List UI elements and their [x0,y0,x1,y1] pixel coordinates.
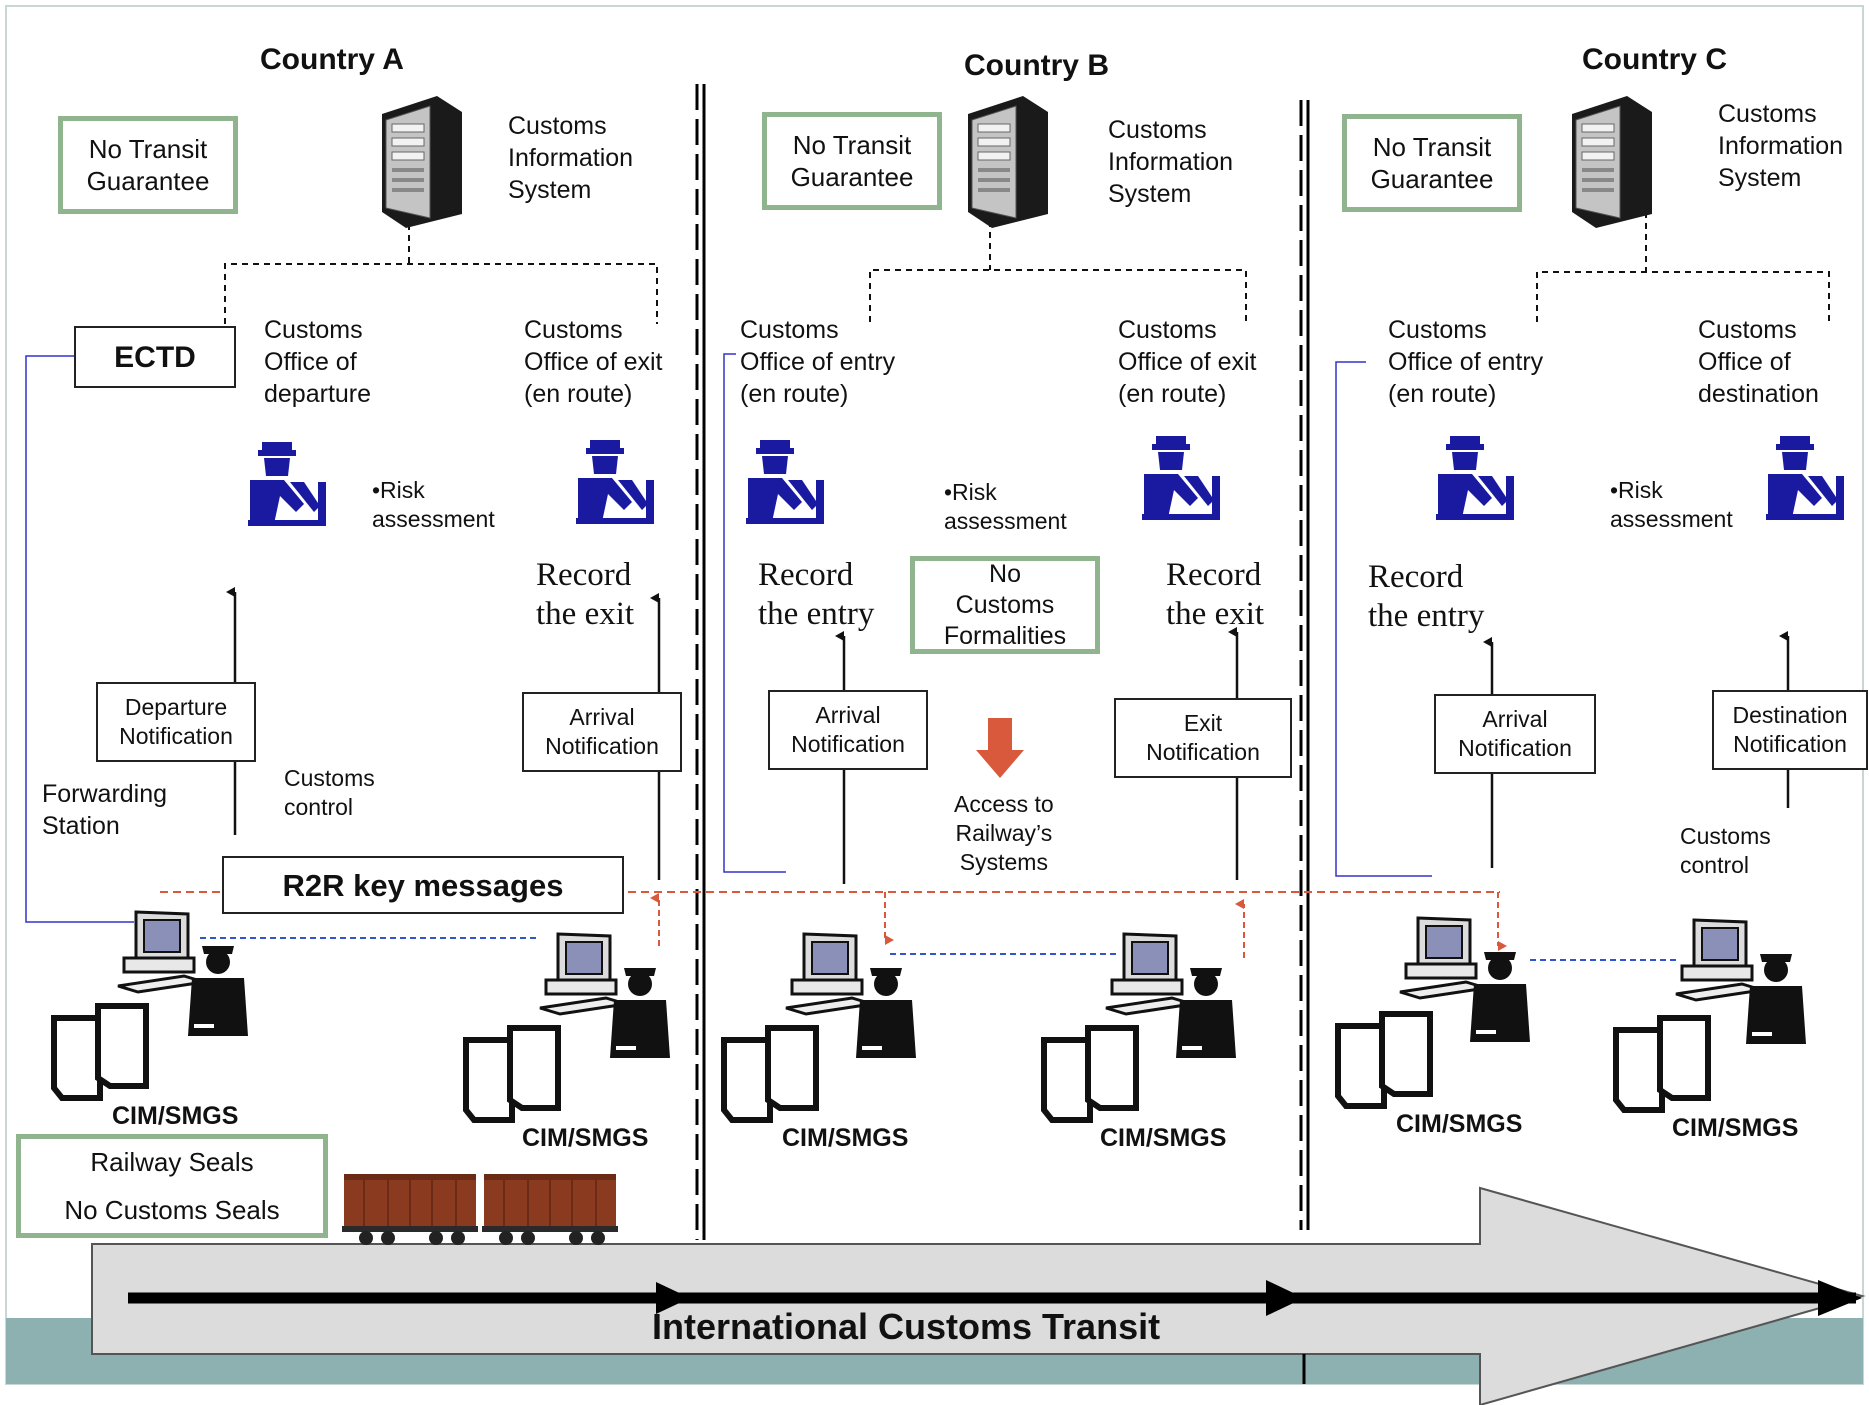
exit-notification-box: Exit Notification [1114,698,1292,778]
customs-information-system-label: Customs Information System [1718,100,1844,192]
customs-officer-icon [1142,436,1220,520]
country-b-title: Country B [964,49,1109,82]
server-tower-icon [1571,95,1653,229]
international-customs-transit-label: International Customs Transit [652,1306,1161,1347]
customs-control-label: Customs control [284,765,375,820]
forwarding-station-label: Forwarding Station [42,780,168,840]
customs-information-system-label: Customs Information System [508,112,634,204]
access-railway-systems-label: Access to Railway’s Systems [954,791,1054,875]
freight-wagon-icon [341,1173,479,1246]
office-of-entry-label: Customs Office of entry (en route) [740,316,896,408]
customs-information-system-label: Customs Information System [1108,116,1234,208]
risk-assessment-label: •Risk assessment [1610,477,1733,532]
railway-seals-label: Railway Seals [90,1147,254,1177]
cim-smgs-label: CIM/SMGS [112,1102,239,1130]
server-tower-icon [967,95,1049,229]
office-of-departure-label: Customs Office of departure [264,316,372,408]
office-of-exit-label: Customs Office of exit (en route) [524,316,663,408]
customs-officer-icon [1436,436,1514,520]
r2r-key-messages-box: R2R key messages [222,856,624,914]
arrival-notification-box: Arrival Notification [522,692,682,772]
office-of-entry-label: Customs Office of entry (en route) [1388,316,1544,408]
customs-officer-icon [576,440,654,524]
ectd-links [25,353,1432,923]
documents-icon [1044,1028,1136,1120]
record-entry-label: Record the entry [1368,559,1485,634]
operator-links [200,937,1676,961]
server-tower-icon [381,95,463,229]
no-transit-guarantee-box: No Transit Guarantee [762,112,942,210]
record-exit-label: Record the exit [1166,557,1265,632]
red-down-arrow-icon [976,718,1024,778]
country-border-bc [1299,100,1310,1384]
no-transit-guarantee-box: No Transit Guarantee [1342,114,1522,212]
destination-notification-box: Destination Notification [1712,690,1868,770]
arrival-notification-box: Arrival Notification [768,690,928,770]
cim-smgs-label: CIM/SMGS [1396,1110,1523,1138]
risk-assessment-label: •Risk assessment [372,477,495,532]
record-exit-label: Record the exit [536,557,635,632]
cim-smgs-label: CIM/SMGS [1672,1114,1799,1142]
transit-flow-line [128,1280,1862,1316]
cim-smgs-label: CIM/SMGS [522,1124,649,1152]
office-of-exit-label: Customs Office of exit (en route) [1118,316,1257,408]
office-of-destination-label: Customs Office of destination [1698,316,1819,408]
no-transit-guarantee-box: No Transit Guarantee [58,116,238,214]
cim-smgs-label: CIM/SMGS [1100,1124,1227,1152]
seals-box: Railway Seals No Customs Seals [16,1134,328,1238]
documents-icon [1616,1018,1708,1110]
country-a-title: Country A [260,43,404,76]
country-c-title: Country C [1582,43,1727,76]
ectd-box: ECTD [74,326,236,388]
customs-officer-icon [746,440,824,524]
documents-icon [466,1028,558,1120]
cim-smgs-label: CIM/SMGS [782,1124,909,1152]
record-entry-label: Record the entry [758,557,875,632]
documents-icon [54,1006,146,1098]
arrival-notification-box: Arrival Notification [1434,694,1596,774]
system-tree-lines [224,210,1830,324]
documents-icon [724,1028,816,1120]
no-customs-formalities-box: No Customs Formalities [910,556,1100,654]
risk-assessment-label: •Risk assessment [944,479,1067,534]
customs-officer-icon [248,442,326,526]
country-border-ab [695,84,706,1240]
departure-notification-box: Departure Notification [96,682,256,762]
customs-control-label: Customs control [1680,823,1771,878]
customs-officer-icon [1766,436,1844,520]
documents-icon [1338,1014,1430,1106]
no-customs-seals-label: No Customs Seals [64,1195,280,1225]
freight-wagon-icon [481,1173,619,1246]
